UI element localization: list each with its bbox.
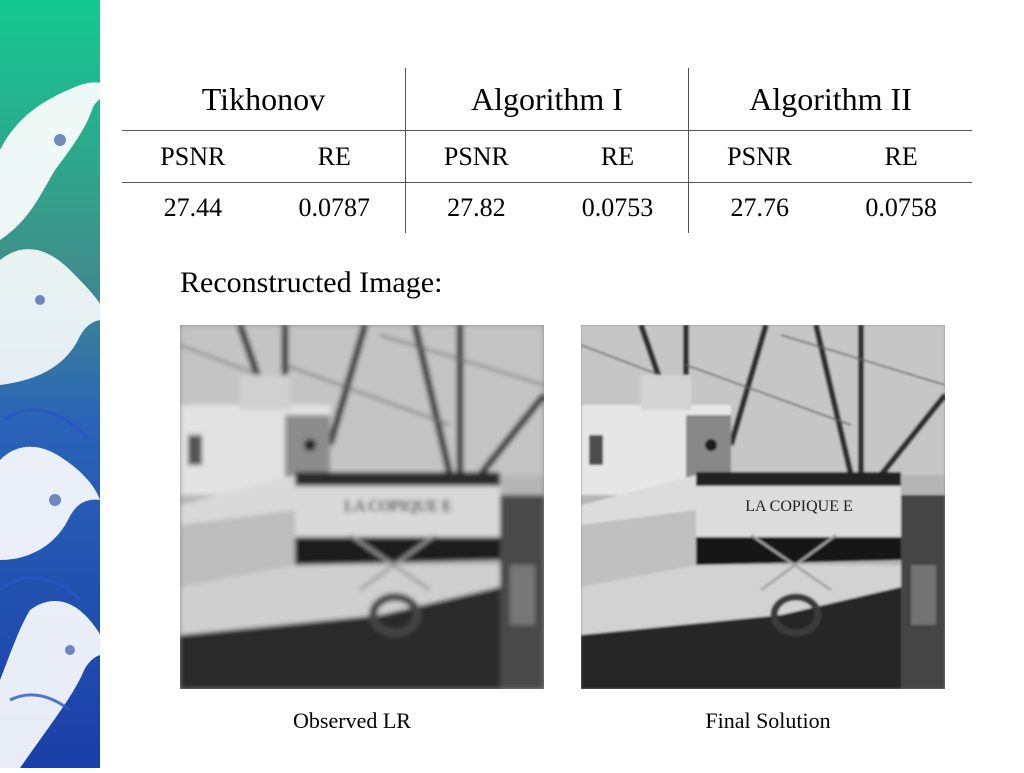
final-solution-image: LA COPIQUE E bbox=[581, 325, 945, 689]
observed-lr-image: LA COPIQUE E bbox=[180, 325, 544, 689]
method-header-algorithm-2: Algorithm II bbox=[688, 68, 972, 131]
table-cell: 0.0758 bbox=[830, 182, 972, 233]
table-cell: 27.44 bbox=[122, 182, 264, 233]
table-cell: 27.76 bbox=[688, 182, 831, 233]
hull-lettering: LA COPIQUE E bbox=[745, 498, 853, 515]
caption-observed-lr: Observed LR bbox=[293, 708, 411, 733]
metric-header: RE bbox=[546, 130, 689, 183]
decorative-wave-band bbox=[0, 0, 120, 768]
metric-header: PSNR bbox=[122, 130, 264, 183]
metric-header: PSNR bbox=[404, 130, 547, 183]
boat-photo-restored: LA COPIQUE E bbox=[581, 325, 945, 689]
table-cell: 0.0787 bbox=[263, 182, 406, 233]
table-cell: 27.82 bbox=[404, 182, 547, 233]
table-cell: 0.0753 bbox=[546, 182, 689, 233]
method-header-tikhonov: Tikhonov bbox=[201, 80, 326, 117]
wave-illustration bbox=[0, 0, 118, 768]
metric-header: PSNR bbox=[688, 130, 831, 183]
hull-lettering: LA COPIQUE E bbox=[344, 498, 452, 515]
results-table: Tikhonov Algorithm I Algorithm II PSNR R… bbox=[122, 68, 972, 233]
metric-header: RE bbox=[830, 130, 972, 183]
metric-header: RE bbox=[263, 130, 406, 183]
method-header-algorithm-1: Algorithm I bbox=[404, 68, 689, 131]
section-title: Reconstructed Image: bbox=[180, 266, 443, 299]
boat-photo-blurred: LA COPIQUE E bbox=[180, 325, 544, 689]
caption-final-solution: Final Solution bbox=[705, 708, 831, 733]
